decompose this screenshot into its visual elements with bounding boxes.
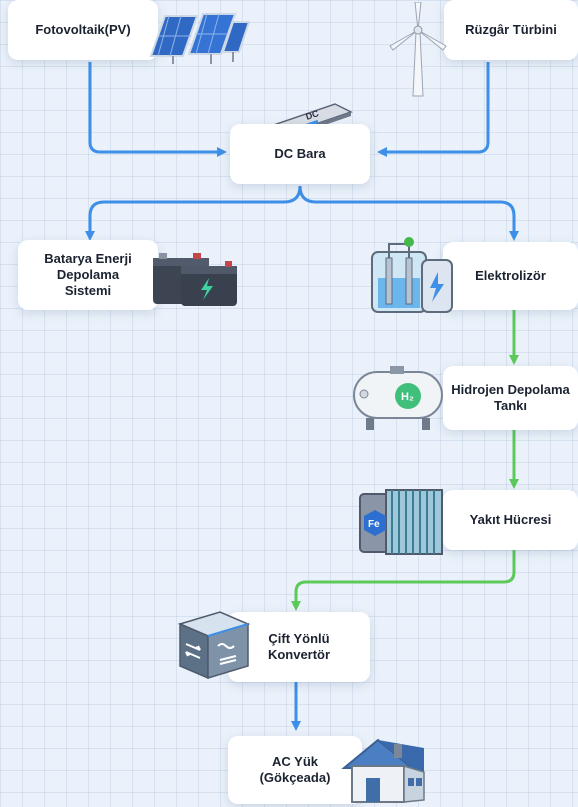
fuel-cell-text: Fe — [368, 519, 380, 530]
node-battery-label: Batarya Enerji Depolama Sistemi — [44, 251, 132, 298]
edge-pv-to-dc-bus — [88, 62, 227, 157]
node-converter: Çift Yönlü Konvertör — [228, 612, 370, 682]
node-battery: Batarya Enerji Depolama Sistemi — [18, 240, 158, 310]
house-icon — [341, 738, 425, 803]
dc-busbar-text: DC — [304, 108, 320, 122]
solar-panels-icon — [149, 13, 250, 64]
node-converter-label: Çift Yönlü Konvertör — [267, 631, 331, 662]
node-electrolyzer: Elektrolizör — [443, 242, 578, 310]
node-ac-load: AC Yük (Gökçeada) — [228, 736, 362, 804]
edge-dc-bus-to-electrolyzer — [298, 185, 519, 241]
electrolyzer-icon — [371, 237, 453, 313]
node-electrolyzer-label: Elektrolizör — [475, 268, 546, 283]
battery-icon — [153, 253, 237, 306]
node-pv: Fotovoltaik(PV) — [8, 0, 158, 60]
wind-turbine-icon — [389, 2, 447, 97]
converter-icon — [177, 611, 251, 680]
node-wind-label: Rüzgâr Türbini — [465, 22, 557, 37]
node-wind: Rüzgâr Türbini — [444, 0, 578, 60]
node-h2-tank-label: Hidrojen Depolama Tankı — [451, 382, 570, 413]
edge-wind-to-dc-bus — [377, 62, 490, 157]
node-fuel-cell-label: Yakıt Hücresi — [469, 512, 552, 527]
node-ac-load-label: AC Yük (Gökçeada) — [259, 754, 331, 785]
node-pv-label: Fotovoltaik(PV) — [35, 22, 131, 37]
hydrogen-tank-icon: H₂ — [353, 366, 443, 430]
node-dc-bus: DC Bara — [230, 124, 370, 184]
node-dc-bus-label: DC Bara — [274, 146, 326, 161]
edge-fuel-cell-to-converter — [291, 550, 516, 611]
edge-dc-bus-to-battery — [85, 185, 302, 241]
h2-tank-text: H₂ — [401, 391, 414, 403]
fuel-cell-icon: Fe — [359, 489, 443, 555]
node-fuel-cell: Yakıt Hücresi — [443, 490, 578, 550]
node-h2-tank: Hidrojen Depolama Tankı — [443, 366, 578, 430]
